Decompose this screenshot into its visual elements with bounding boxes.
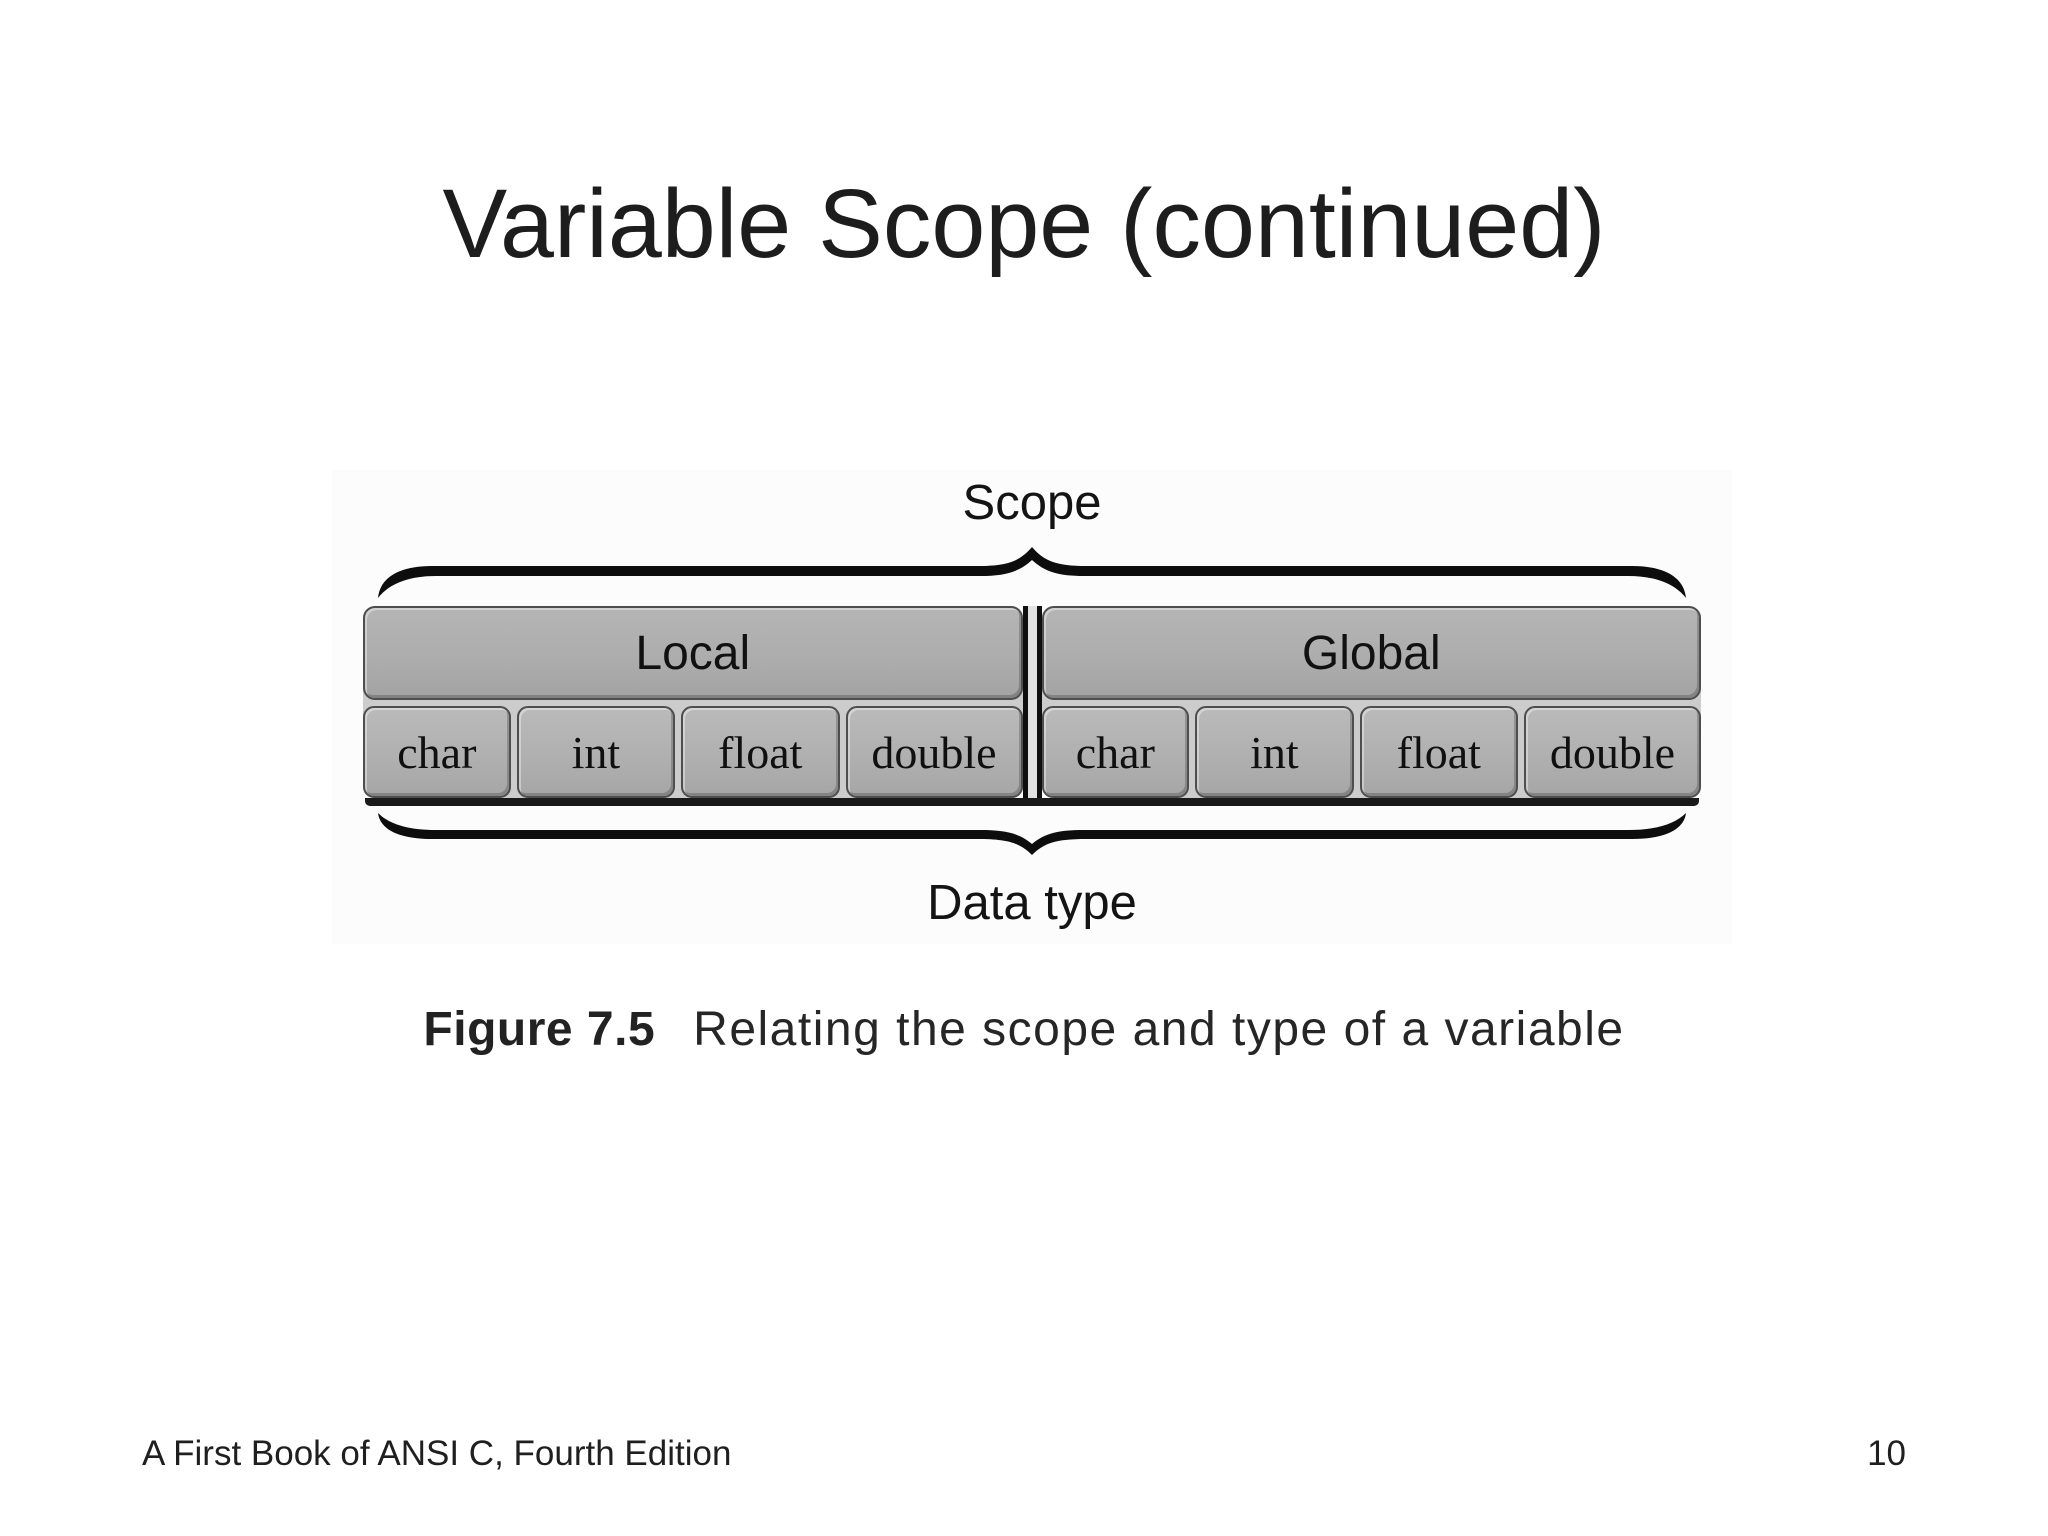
- type-cell-local-int: int: [516, 706, 676, 798]
- footer-page-number: 10: [1867, 1434, 1906, 1473]
- header-cell-global: Global: [1041, 606, 1701, 700]
- data-type-label: Data type: [927, 876, 1137, 930]
- type-cell-local-double: double: [845, 706, 1023, 798]
- figure-caption-text: Relating the scope and type of a variabl…: [693, 1003, 1625, 1056]
- local-global-divider: [1022, 606, 1042, 798]
- figure-7-5: Scope Local char int float double Global…: [332, 470, 1732, 944]
- type-cell-global-char: char: [1041, 706, 1190, 798]
- scope-label: Scope: [962, 476, 1102, 530]
- bottom-curly-brace-icon: [378, 813, 1686, 855]
- top-curly-brace-icon: [378, 547, 1686, 598]
- local-type-row: char int float double: [363, 706, 1023, 798]
- footer-book-title: A First Book of ANSI C, Fourth Edition: [142, 1434, 732, 1473]
- figure-caption-number: Figure 7.5: [423, 1003, 656, 1056]
- scope-type-table: Local char int float double Global char …: [363, 606, 1701, 806]
- type-cell-local-char: char: [363, 706, 511, 798]
- global-type-row: char int float double: [1041, 706, 1701, 798]
- header-cell-local: Local: [363, 606, 1023, 700]
- type-cell-global-double: double: [1524, 706, 1701, 798]
- type-cell-global-float: float: [1359, 706, 1519, 798]
- type-cell-global-int: int: [1195, 706, 1354, 798]
- type-cell-local-float: float: [681, 706, 840, 798]
- global-scope-group: Global char int float double: [1041, 606, 1701, 798]
- figure-caption: Figure 7.5 Relating the scope and type of…: [0, 1002, 2048, 1057]
- page-title: Variable Scope (continued): [442, 169, 1606, 278]
- local-scope-group: Local char int float double: [363, 606, 1023, 798]
